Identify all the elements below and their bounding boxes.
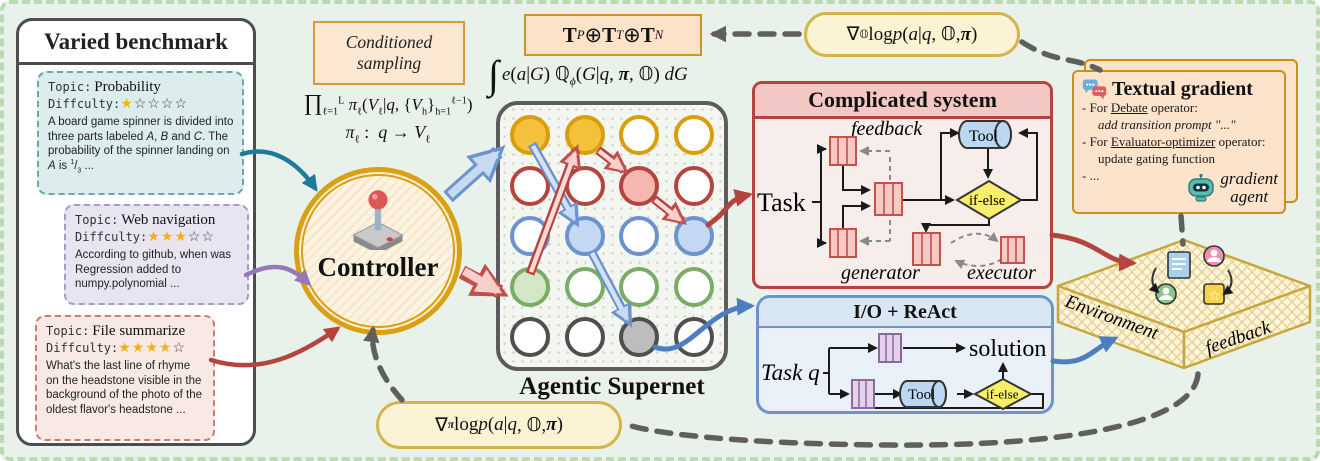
supernet-node (673, 317, 714, 357)
supernet-grid (510, 115, 714, 357)
gradient-O-pill: ∇𝕆 log p(a | q, 𝕆, π) (804, 12, 1020, 57)
difficulty-label: Diffculty: (75, 230, 148, 244)
gradient-pi-pill: ∇π log p(a | q, 𝕆, π) (376, 401, 622, 449)
ifelse-node: if-else (972, 377, 1034, 411)
stars-empty: ☆☆ (187, 230, 216, 245)
sampling-product-formula: ∏ℓ=1L πℓ(Vℓ|q, {Vh}h=1ℓ−1) (303, 90, 473, 118)
tg-line-2: add transition prompt "..." (1098, 116, 1236, 132)
task-label: Task (757, 188, 806, 217)
topic-value: File summarize (92, 323, 186, 339)
benchmark-panel: Varied benchmark Topic: Probability Diff… (16, 18, 256, 446)
tool-node: Tool (899, 380, 947, 408)
supernet-node (510, 216, 550, 256)
ifelse-node: if-else (955, 179, 1023, 221)
textual-gradient-box: Textual gradient - For Debate operator: … (1072, 70, 1286, 214)
topic-value: Probability (94, 79, 161, 95)
stars-empty: ☆☆☆☆ (133, 97, 189, 112)
supernet-node (564, 266, 605, 307)
controller-label: Controller (317, 252, 439, 282)
tg-line-3: - For Evaluator-optimizer operator: (1082, 133, 1266, 149)
joystick-icon (352, 190, 404, 250)
supernet-label: Agentic Supernet (519, 373, 705, 400)
complicated-system-diagram: Task feedback generator executor (757, 118, 1038, 284)
solution-label: solution (969, 336, 1046, 362)
io-react-box: I/O + ReAct Task q solution (756, 295, 1054, 414)
stars-filled: ★★★ (147, 230, 188, 245)
supernet-node (564, 216, 605, 256)
supernet-node (619, 317, 660, 357)
integral-formula: ∫ e(a|G) ℚϕ(G|q, π, 𝕆) dG (488, 51, 688, 97)
svg-text:Tool: Tool (908, 387, 935, 403)
supernet-node (564, 317, 605, 357)
io-react-diagram: Task q solution Tool (761, 333, 1046, 411)
supernet-node (673, 266, 714, 307)
feedback-label: feedback (851, 119, 923, 140)
tool-node: Tool (958, 120, 1012, 149)
supernet-node (510, 165, 550, 206)
review-exchange-icon: ☆ (1148, 245, 1234, 305)
textual-gradient-title: Textual gradient (1112, 78, 1253, 100)
supernet-node (510, 266, 550, 307)
complicated-system-title: Complicated system (755, 84, 1050, 119)
svg-text:☆: ☆ (1208, 289, 1221, 304)
stars-filled: ★ (120, 97, 134, 112)
supernet-node (564, 115, 605, 155)
agentic-supernet (496, 101, 728, 371)
complicated-system-box: Complicated system Task feedback generat… (752, 81, 1053, 289)
generator-label: generator (841, 262, 920, 284)
supernet-node (673, 216, 714, 256)
controller: Controller (294, 167, 462, 335)
supernet-node (564, 165, 605, 206)
executor-label: executor (967, 262, 1036, 284)
tg-line-1: - For Debate operator: (1082, 100, 1198, 115)
card-body: A board game spinner is divided into thr… (48, 116, 234, 175)
supernet-node (619, 266, 660, 307)
tg-line-4: update gating function (1098, 150, 1215, 166)
card-body: What's the last line of rhyme on the hea… (46, 360, 203, 417)
robot-icon (1188, 174, 1215, 202)
topic-value: Web navigation (121, 212, 216, 228)
svg-text:if-else: if-else (969, 193, 1005, 209)
benchmark-card-probability: Topic: Probability Diffculty:★☆☆☆☆ A boa… (37, 71, 244, 195)
card-body: According to github, when was Regression… (75, 249, 231, 291)
benchmark-title: Varied benchmark (19, 21, 253, 65)
supernet-node (673, 165, 714, 206)
stars-empty: ☆ (172, 341, 187, 356)
sampling-map-formula: πℓ : q → Vℓ (345, 122, 431, 146)
chat-bubbles-icon (1082, 79, 1107, 100)
io-react-title: I/O + ReAct (759, 298, 1051, 328)
svg-text:Tool: Tool (969, 128, 999, 145)
supernet-node (619, 115, 660, 155)
environment-cube: Environment feedback ☆ (1056, 238, 1312, 370)
supernet-node (673, 115, 714, 155)
stars-filled: ★★★★ (118, 341, 173, 356)
topic-label: Topic: (75, 213, 119, 227)
supernet-node (510, 115, 550, 155)
integral-sign: ∫ (488, 51, 499, 97)
difficulty-label: Diffculty: (48, 97, 121, 111)
topic-label: Topic: (48, 80, 92, 94)
topic-label: Topic: (46, 324, 90, 338)
benchmark-card-web-navigation: Topic: Web navigation Diffculty:★★★☆☆ Ac… (64, 204, 249, 305)
supernet-node (510, 317, 550, 357)
benchmark-card-file-summarize: Topic: File summarize Diffculty:★★★★☆ Wh… (35, 315, 215, 441)
svg-text:if-else: if-else (986, 387, 1019, 402)
difficulty-label: Diffculty: (46, 341, 119, 355)
task-q-label: Task q (761, 360, 820, 385)
supernet-node (619, 216, 660, 256)
supernet-node (619, 165, 660, 206)
tg-line-5: - ... (1082, 167, 1100, 183)
